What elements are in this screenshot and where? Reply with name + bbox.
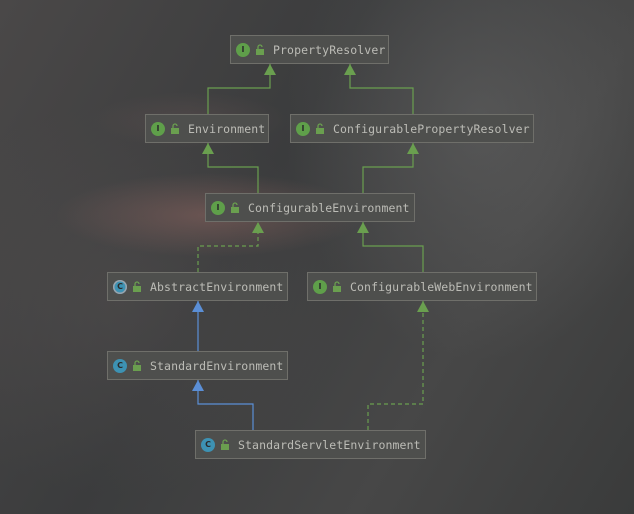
arrowhead: [344, 64, 356, 75]
node-abstract-environment[interactable]: C AbstractEnvironment: [107, 272, 288, 301]
interface-icon: I: [313, 279, 327, 294]
interface-icon: I: [236, 42, 250, 57]
lock-icon: [333, 280, 341, 292]
node-configurable-web-environment[interactable]: I ConfigurableWebEnvironment: [307, 272, 537, 301]
node-label: StandardServletEnvironment: [238, 437, 421, 452]
arrowhead: [202, 143, 214, 154]
edge-configurable-web-environment-to-configurable-environment: [362, 222, 424, 272]
node-configurable-environment[interactable]: I ConfigurableEnvironment: [205, 193, 415, 222]
node-standard-servlet-environment[interactable]: C StandardServletEnvironment: [195, 430, 426, 459]
arrowhead: [357, 222, 369, 233]
arrowhead: [192, 301, 204, 312]
lock-icon: [256, 43, 264, 55]
interface-icon: I: [296, 121, 310, 136]
node-label: PropertyResolver: [273, 42, 386, 57]
edge-standard-servlet-environment-to-configurable-web-environment: [367, 301, 424, 430]
edge-environment-to-property-resolver: [207, 64, 271, 114]
edge-configurable-property-resolver-to-property-resolver: [349, 64, 414, 114]
edge-standard-servlet-environment-to-standard-environment: [197, 380, 254, 430]
class-icon: C: [113, 358, 127, 373]
edge-configurable-environment-to-configurable-property-resolver: [362, 143, 414, 193]
edge-abstract-environment-to-configurable-environment: [197, 222, 259, 272]
arrowhead: [417, 301, 429, 312]
lock-icon: [231, 201, 239, 213]
node-environment[interactable]: I Environment: [145, 114, 269, 143]
lock-icon: [221, 438, 229, 450]
abstract-class-icon: C: [113, 279, 127, 294]
lock-icon: [316, 122, 324, 134]
node-label: ConfigurableWebEnvironment: [350, 279, 533, 294]
node-standard-environment[interactable]: C StandardEnvironment: [107, 351, 288, 380]
arrowhead: [252, 222, 264, 233]
lock-icon: [133, 359, 141, 371]
node-configurable-property-resolver[interactable]: I ConfigurablePropertyResolver: [290, 114, 534, 143]
interface-icon: I: [151, 121, 165, 136]
arrowhead: [264, 64, 276, 75]
node-label: AbstractEnvironment: [150, 279, 284, 294]
node-label: StandardEnvironment: [150, 358, 284, 373]
node-property-resolver[interactable]: I PropertyResolver: [230, 35, 389, 64]
node-label: ConfigurablePropertyResolver: [333, 121, 530, 136]
arrowhead: [407, 143, 419, 154]
edge-configurable-environment-to-environment: [207, 143, 259, 193]
node-label: ConfigurableEnvironment: [248, 200, 410, 215]
lock-icon: [171, 122, 179, 134]
interface-icon: I: [211, 200, 225, 215]
class-icon: C: [201, 437, 215, 452]
arrowhead: [192, 380, 204, 391]
node-label: Environment: [188, 121, 266, 136]
lock-icon: [133, 280, 141, 292]
